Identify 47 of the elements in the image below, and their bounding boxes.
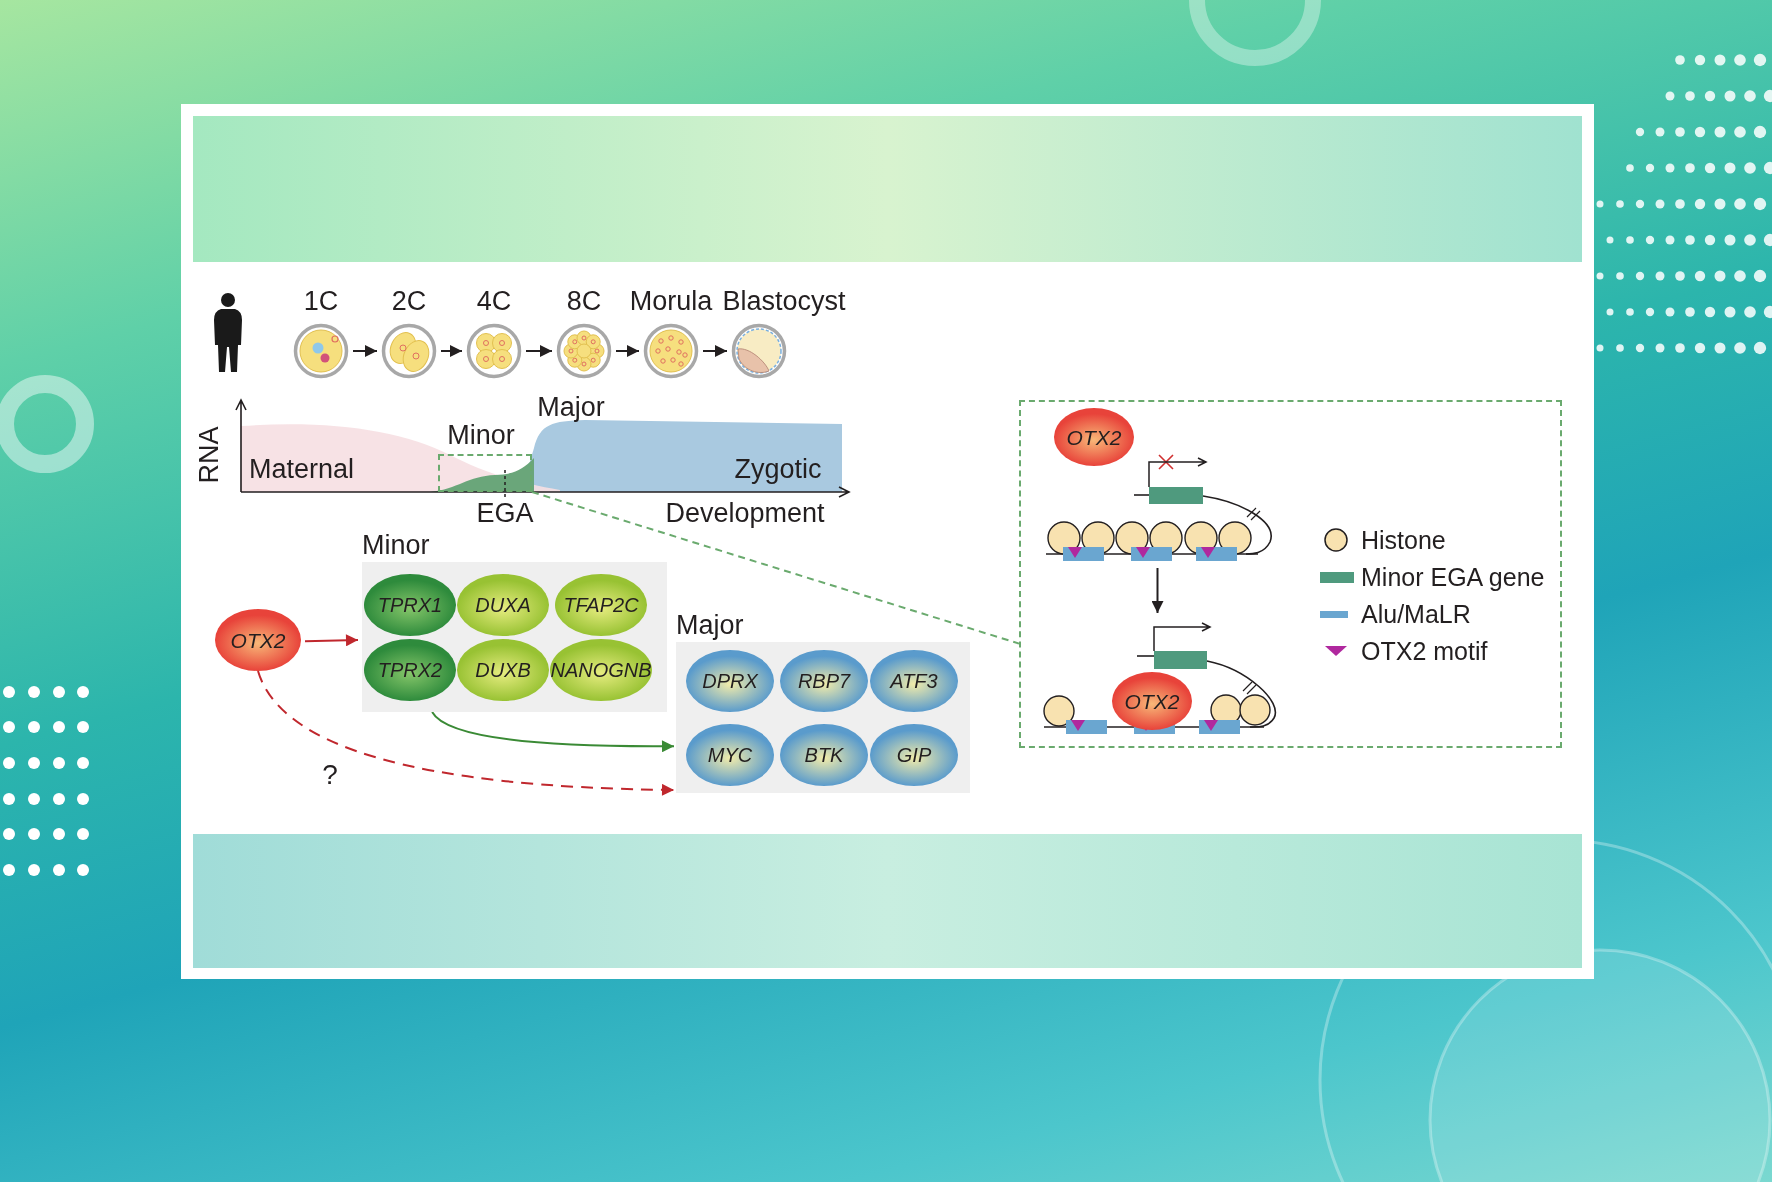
gene-label: ATF3 — [890, 671, 938, 691]
connector-line — [531, 491, 1020, 645]
stage-label: Blastocyst — [722, 288, 846, 315]
gene-label: TPRX1 — [377, 595, 443, 615]
inset-panel — [1019, 400, 1562, 748]
chart-label: EGA — [476, 499, 534, 527]
chart-label: Major — [537, 393, 605, 421]
arrow — [615, 345, 640, 357]
gene-label: DUXB — [475, 660, 531, 680]
group-heading: Minor — [362, 532, 430, 559]
arrow — [525, 345, 553, 357]
stage-label: 2C — [391, 288, 427, 315]
chart-label: Maternal — [249, 455, 355, 483]
group-heading: Major — [676, 612, 744, 639]
gene-label: DUXA — [475, 595, 531, 615]
gene-label: OTX2 — [1066, 426, 1122, 448]
stage-label: 4C — [476, 288, 512, 315]
stage-label: 1C — [303, 288, 339, 315]
legend-label: Histone — [1361, 527, 1446, 553]
gene-label: TPRX2 — [377, 660, 443, 680]
arrow — [440, 345, 463, 357]
gene-label: OTX2 — [230, 629, 286, 651]
arrow — [304, 634, 359, 647]
chart-label: RNA — [195, 426, 223, 484]
stage-label: Morula — [629, 288, 713, 315]
gene-label: OTX2 — [1124, 690, 1180, 712]
edge-label: ? — [322, 761, 338, 789]
gene-label: RBP7 — [797, 671, 851, 691]
gene-label: BTK — [804, 745, 844, 765]
arrow — [431, 711, 675, 753]
chart-label: Zygotic — [734, 455, 822, 483]
chart-label: Minor — [447, 421, 515, 449]
gene-label: GIP — [896, 745, 932, 765]
legend-label: Alu/MaLR — [1361, 601, 1471, 627]
stage-label: 8C — [566, 288, 602, 315]
gene-label: NANOGNB — [550, 660, 652, 680]
legend-label: Minor EGA gene — [1361, 564, 1545, 590]
gene-label: TFAP2C — [563, 595, 639, 615]
gene-label: MYC — [707, 745, 753, 765]
arrow — [1151, 567, 1164, 614]
legend-label: OTX2 motif — [1361, 638, 1488, 664]
gene-label: DPRX — [702, 671, 758, 691]
arrow — [702, 345, 728, 357]
zoom-box — [438, 454, 532, 492]
arrow — [257, 670, 675, 796]
arrow — [352, 345, 378, 357]
chart-label: Development — [665, 499, 825, 527]
